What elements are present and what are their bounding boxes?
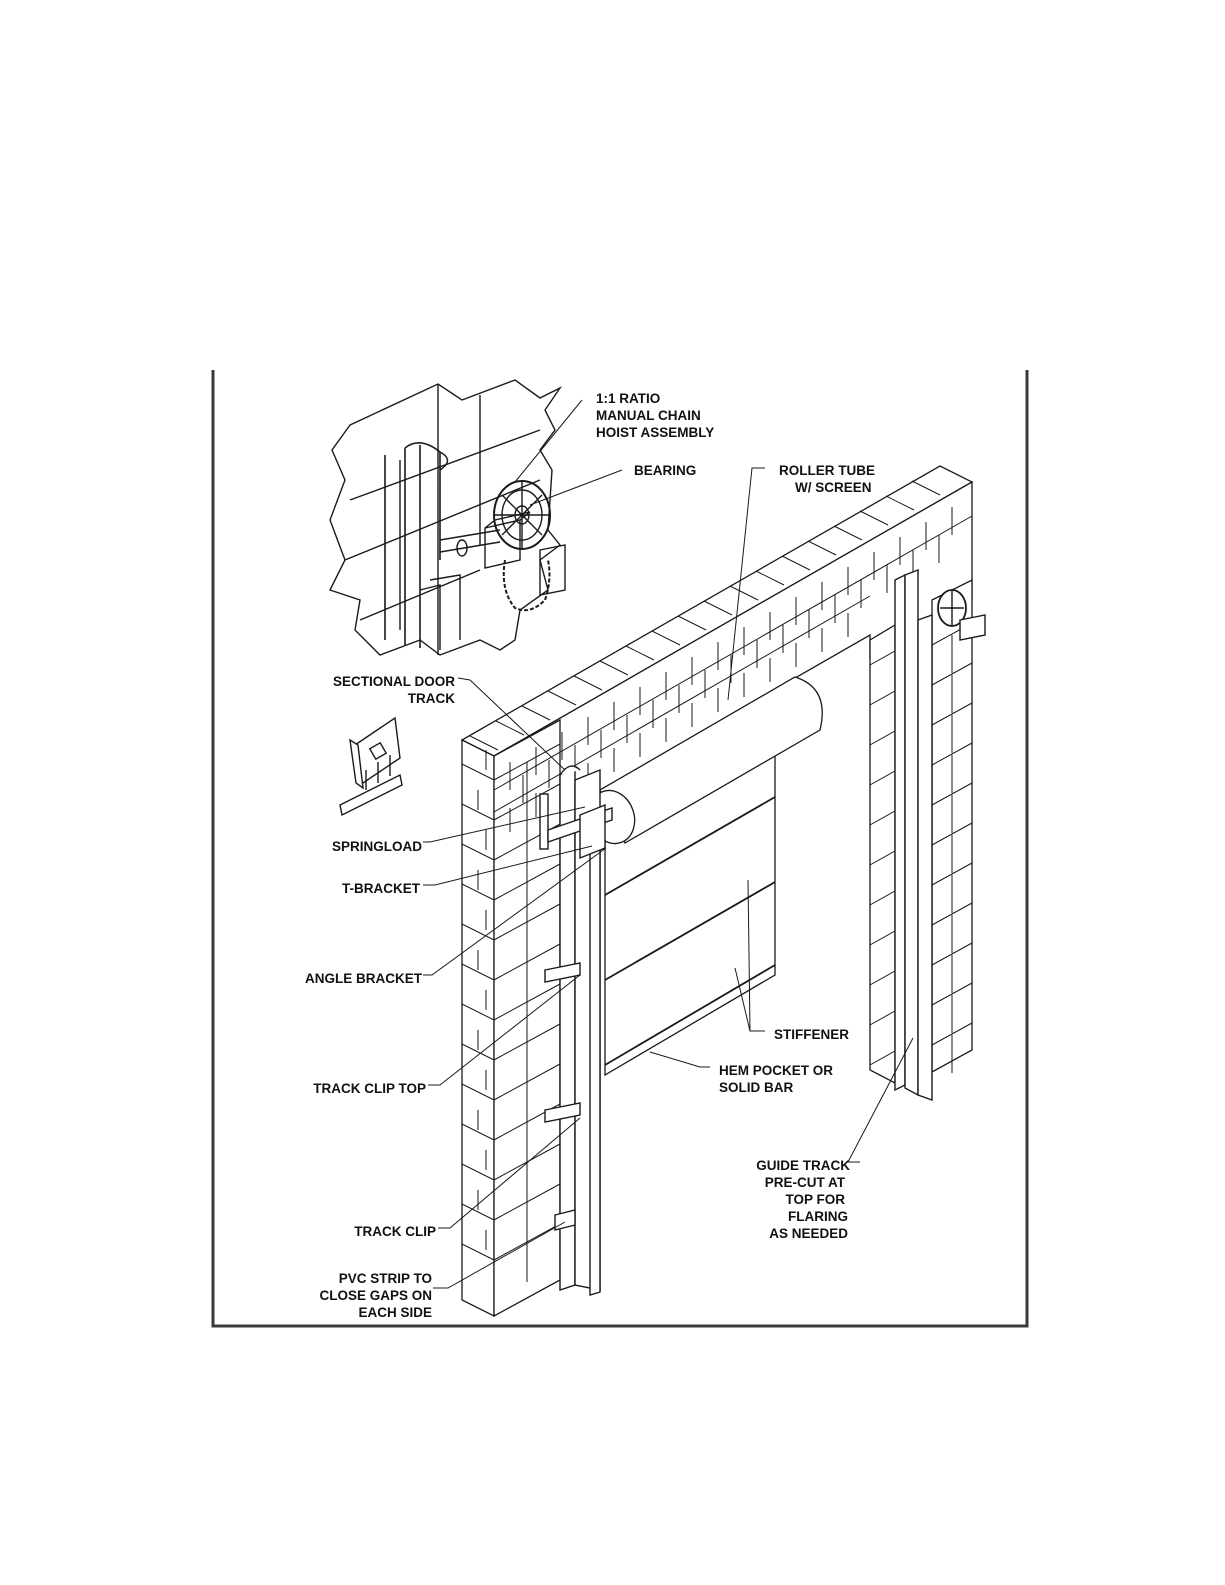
label-guide-track-3: TOP FOR [785, 1192, 845, 1207]
label-guide-track-1: GUIDE TRACK [756, 1158, 850, 1173]
label-guide-track-4: FLARING [788, 1209, 848, 1224]
label-hoist-3: HOIST ASSEMBLY [596, 425, 714, 440]
label-track-clip-top: TRACK CLIP TOP [313, 1081, 426, 1096]
label-roller-tube-1: ROLLER TUBE [779, 463, 875, 478]
label-t-bracket: T-BRACKET [342, 881, 421, 896]
label-bearing: BEARING [634, 463, 696, 478]
label-pvc-strip-3: EACH SIDE [358, 1305, 432, 1320]
label-roller-tube-2: W/ SCREEN [795, 480, 872, 495]
label-sectional-track-1: SECTIONAL DOOR [333, 674, 455, 689]
label-track-clip: TRACK CLIP [354, 1224, 436, 1239]
springload-detail-icon [340, 718, 402, 815]
label-hoist-1: 1:1 RATIO [596, 391, 660, 406]
hoist-detail-inset [330, 380, 565, 655]
label-guide-track-2: PRE-CUT AT [765, 1175, 846, 1190]
label-pvc-strip-1: PVC STRIP TO [339, 1271, 432, 1286]
label-springload: SPRINGLOAD [332, 839, 422, 854]
label-sectional-track-2: TRACK [408, 691, 455, 706]
label-stiffener: STIFFENER [774, 1027, 849, 1042]
label-guide-track-5: AS NEEDED [769, 1226, 848, 1241]
label-hem-pocket-1: HEM POCKET OR [719, 1063, 833, 1078]
label-angle-bracket: ANGLE BRACKET [305, 971, 423, 986]
label-hoist-2: MANUAL CHAIN [596, 408, 701, 423]
label-hem-pocket-2: SOLID BAR [719, 1080, 794, 1095]
label-pvc-strip-2: CLOSE GAPS ON [319, 1288, 432, 1303]
